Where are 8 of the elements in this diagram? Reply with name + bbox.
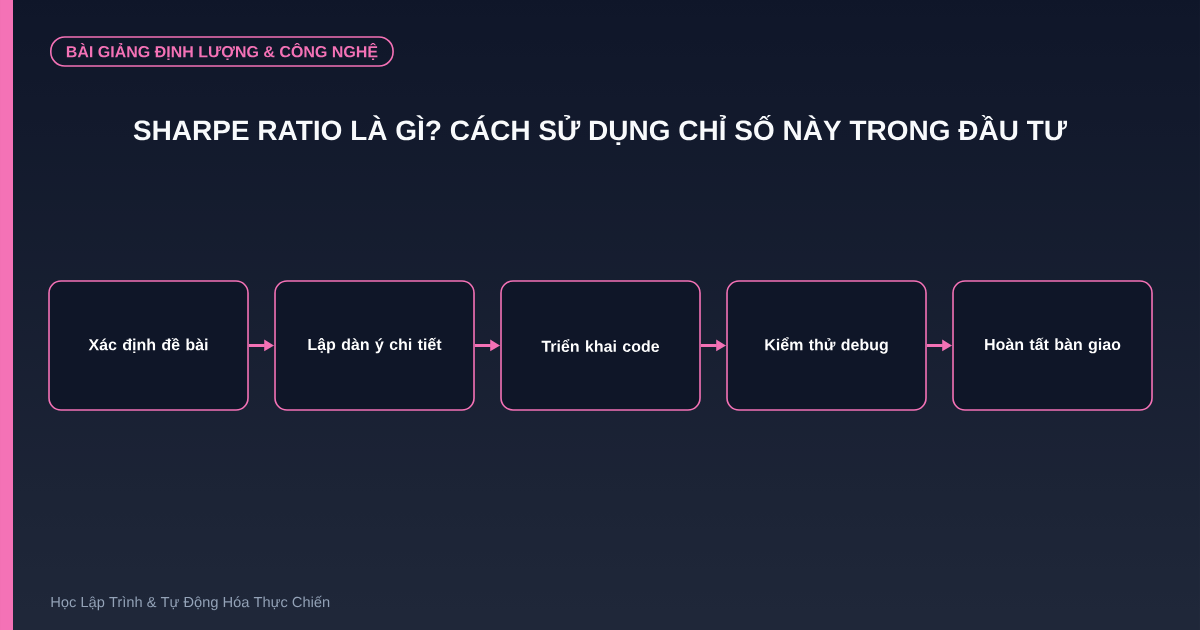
process-box: Lập dàn ý chi tiết <box>274 280 475 411</box>
process-box: Hoàn tất bàn giao <box>952 280 1153 411</box>
title: SHARPE RATIO LÀ GÌ? CÁCH SỬ DỤNG CHỈ SỐ NÀY TRONG ĐẦU TƯ <box>133 114 1068 146</box>
process-box: Xác định đề bài <box>48 280 249 411</box>
process-box: Triển khai code <box>500 280 701 411</box>
process-box: Kiểm thử debug <box>726 280 927 411</box>
footer-text: Học Lập Trình & Tự Động Hóa Thực Chiến <box>51 595 330 611</box>
category-pill: BÀI GIẢNG ĐỊNH LƯỢNG & CÔNG NGHỆ <box>50 36 394 67</box>
